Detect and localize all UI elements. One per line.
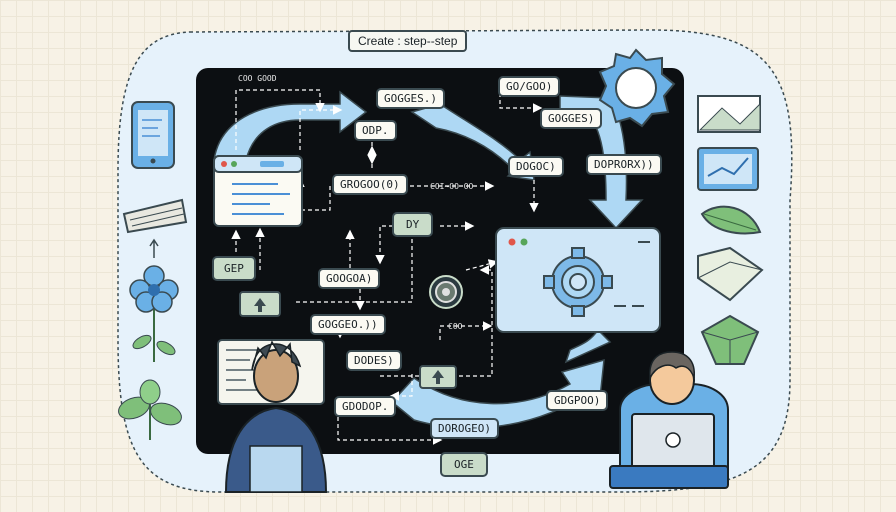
label-gogoo-top: GO/GOO) [498, 76, 561, 97]
tiny-label-2: COI~OO OO [430, 182, 474, 191]
landscape-image-icon [697, 95, 761, 133]
label-gogges2: GOGGES) [540, 108, 603, 129]
up-arrow-box-1 [239, 291, 281, 317]
label-dorogeo: DOROGEO) [430, 418, 499, 439]
sun-icon [598, 48, 676, 128]
label-dogoc: DOGOC) [508, 156, 564, 177]
up-arrow-icon [149, 238, 159, 258]
smartphone-icon [131, 101, 175, 169]
diagram-title: Create : step--step [348, 30, 468, 52]
flower-icon [129, 265, 179, 362]
label-oge: OGE [440, 452, 488, 477]
envelope-icon [697, 246, 764, 302]
label-gogges: GOGGES.) [376, 88, 445, 109]
leaf-icon [700, 205, 762, 235]
label-dodes: DODES) [346, 350, 402, 371]
person-with-laptop [609, 351, 729, 489]
app-window-gear [495, 227, 661, 333]
gem-icon [700, 314, 760, 365]
person-back-view [224, 340, 328, 493]
chart-monitor-icon [697, 147, 759, 191]
label-doprorx: DOPRORX)) [586, 154, 662, 175]
books-icon [122, 198, 188, 234]
label-gdodop: GDODOP. [334, 396, 397, 417]
gear-icon [429, 275, 463, 309]
tiny-label-3: COO [448, 322, 463, 331]
plant-icon [118, 379, 182, 440]
label-gdgpoo: GDGPOO) [546, 390, 609, 411]
label-dy: DY [392, 212, 434, 237]
browser-window-left [213, 155, 303, 227]
up-arrow-box-2 [419, 365, 457, 389]
label-googoa: GOOGOA) [318, 268, 381, 289]
dashed-connectors [231, 86, 543, 445]
label-gep: GEP [212, 256, 256, 281]
label-odp: ODP. [354, 120, 397, 141]
label-goggeo: GOGGEO.)) [310, 314, 386, 335]
tiny-label-1: COO GOOD [238, 74, 277, 83]
label-grogoo: GROGOO(0) [332, 174, 408, 195]
